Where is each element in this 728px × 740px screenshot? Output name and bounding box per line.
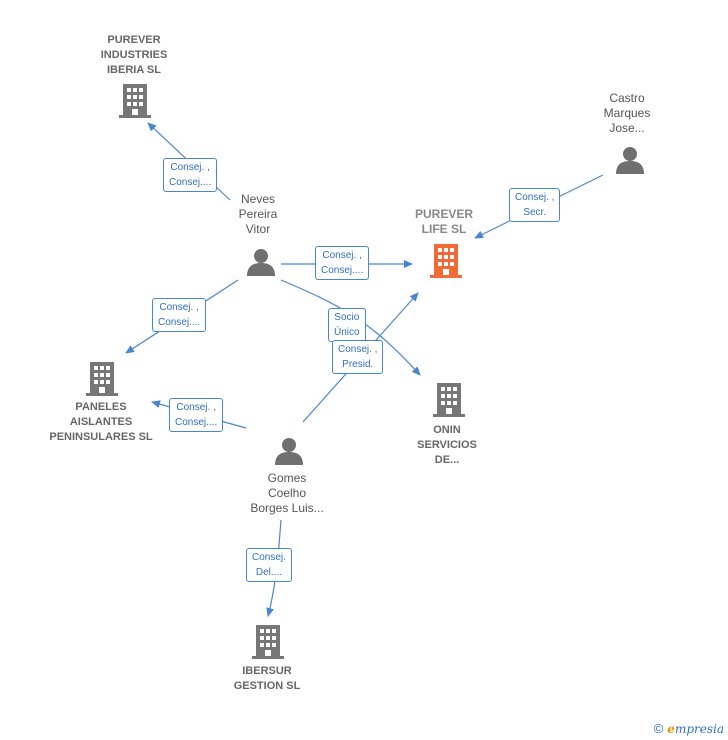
building-icon bbox=[252, 625, 284, 659]
person-icon bbox=[616, 147, 644, 174]
node-label-paneles[interactable]: PANELES AISLANTES PENINSULARES SL bbox=[49, 401, 153, 443]
edge-label-neves-paneles[interactable]: Consej. , Consej.... bbox=[152, 298, 207, 332]
node-label-purever-industries[interactable]: PUREVER INDUSTRIES IBERIA SL bbox=[100, 34, 168, 76]
building-icon bbox=[86, 362, 118, 396]
node-label-gomes[interactable]: Gomes Coelho Borges Luis... bbox=[250, 471, 324, 515]
edge-label-neves-onin[interactable]: Socio Único bbox=[328, 308, 366, 342]
building-icon bbox=[430, 244, 462, 278]
edge-label-gomes-paneles[interactable]: Consej. , Consej.... bbox=[169, 398, 224, 432]
brand-initial: e bbox=[667, 722, 675, 736]
edge-label-gomes-ibersur[interactable]: Consej. Del.... bbox=[246, 548, 292, 582]
building-icon bbox=[119, 84, 151, 118]
edge-label-gomes-purever-life[interactable]: Consej. , Presid. bbox=[332, 340, 384, 374]
node-label-onin[interactable]: ONIN SERVICIOS DE... bbox=[417, 424, 477, 466]
node-label-castro[interactable]: Castro Marques Jose... bbox=[603, 91, 651, 135]
copyright-icon: © bbox=[653, 721, 664, 736]
node-label-ibersur[interactable]: IBERSUR GESTION SL bbox=[233, 665, 301, 692]
building-icon bbox=[433, 383, 465, 417]
brand-name: mpresia bbox=[674, 722, 724, 736]
person-icon bbox=[247, 249, 275, 276]
node-label-neves[interactable]: Neves Pereira Vitor bbox=[238, 192, 278, 236]
edge-label-neves-purever-industries[interactable]: Consej. , Consej.... bbox=[163, 158, 218, 192]
edge-label-neves-purever-life[interactable]: Consej. , Consej.... bbox=[315, 246, 370, 280]
edge-label-castro-purever-life[interactable]: Consej. , Secr. bbox=[509, 188, 561, 222]
person-icon bbox=[275, 438, 303, 465]
empresia-logo[interactable]: ©empresia bbox=[654, 721, 724, 736]
node-label-purever-life[interactable]: PUREVER LIFE SL bbox=[414, 207, 474, 236]
